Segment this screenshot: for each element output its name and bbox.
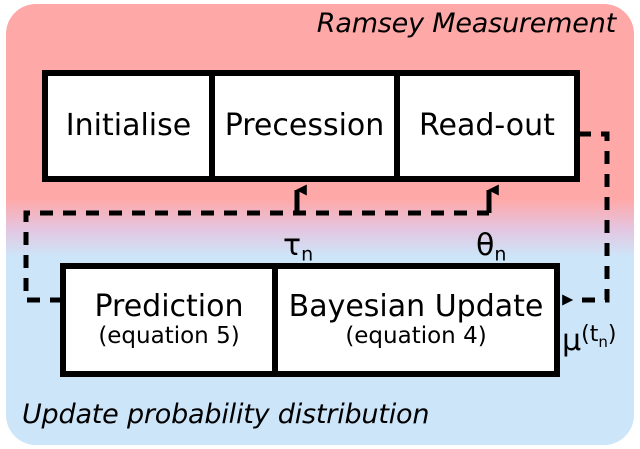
- mu-superscript-open-paren: (: [581, 322, 590, 347]
- ramsey-measurement-step-group: Initialise Precession Read-out: [42, 70, 580, 182]
- theta-symbol: θ: [476, 228, 495, 263]
- step-sublabel-prediction-equation: (equation 5): [98, 322, 240, 349]
- step-box-prediction[interactable]: Prediction (equation 5): [66, 269, 272, 371]
- step-box-precession[interactable]: Precession: [209, 76, 394, 176]
- step-label-bayesian-update: Bayesian Update: [288, 288, 544, 324]
- theta-subscript: n: [494, 243, 507, 266]
- mu-superscript-t: t: [589, 322, 599, 347]
- label-tau-n: τn: [283, 228, 313, 265]
- label-mu-t-n: μ(tn): [562, 322, 616, 358]
- section-caption-update-probability-distribution: Update probability distribution: [22, 399, 430, 430]
- step-label-precession: Precession: [224, 108, 385, 144]
- mu-symbol: μ: [562, 323, 582, 359]
- step-label-prediction: Prediction: [94, 288, 244, 324]
- tau-subscript: n: [301, 243, 314, 266]
- label-theta-n: θn: [476, 228, 506, 265]
- update-probability-step-group: Prediction (equation 5) Bayesian Update …: [60, 263, 560, 377]
- mu-superscript-subscript-n: n: [598, 332, 608, 351]
- step-label-initialise: Initialise: [65, 108, 192, 144]
- step-box-bayesian-update[interactable]: Bayesian Update (equation 4): [272, 269, 554, 371]
- section-caption-ramsey-measurement: Ramsey Measurement: [316, 8, 616, 39]
- mu-superscript-close-paren: ): [607, 322, 617, 347]
- tau-symbol: τ: [283, 228, 302, 263]
- step-box-read-out[interactable]: Read-out: [394, 76, 574, 176]
- step-sublabel-bayesian-update-equation: (equation 4): [345, 322, 487, 349]
- step-box-initialise[interactable]: Initialise: [48, 76, 209, 176]
- step-label-read-out: Read-out: [419, 108, 555, 144]
